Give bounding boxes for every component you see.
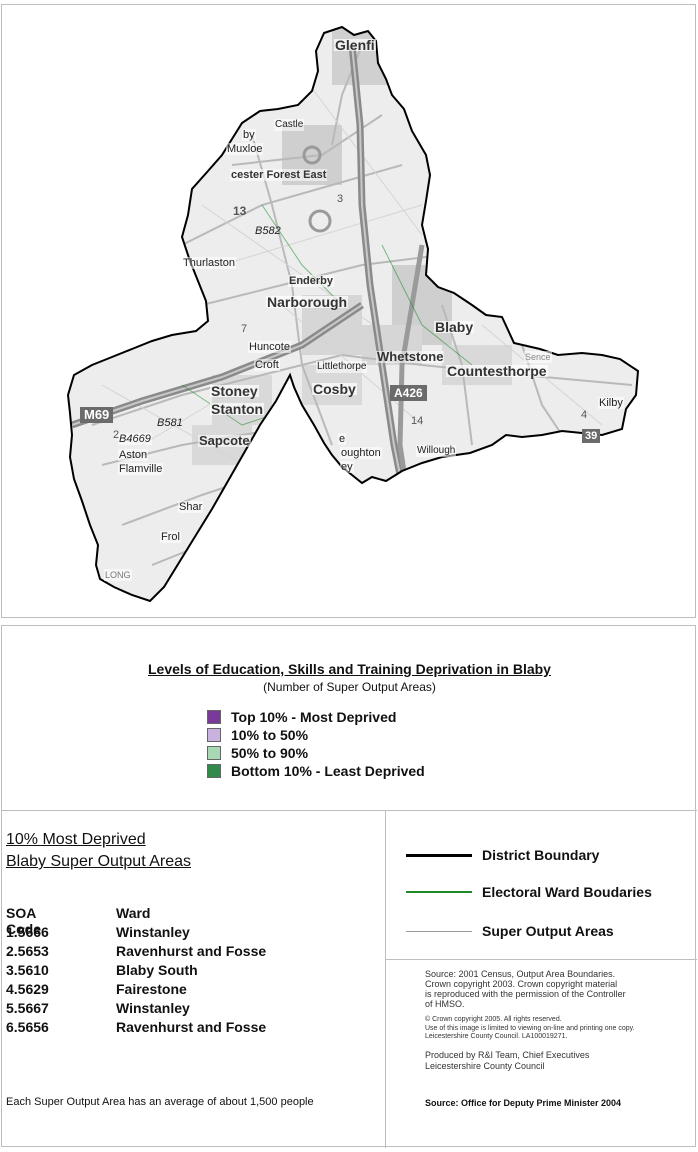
place-stanton: Stanton: [210, 401, 265, 417]
legend-ward-boundary: Electoral Ward Boudaries: [406, 882, 652, 902]
place-aston: Aston: [118, 449, 149, 461]
place-stoney: Stoney: [210, 383, 259, 399]
soa-ward: Ravenhurst and Fosse: [116, 1019, 267, 1035]
swatch-50-90: [207, 745, 221, 760]
legend-key-bottom-10: Bottom 10% - Least Deprived: [207, 762, 425, 779]
road-14-label: 14: [411, 415, 424, 427]
place-huncote: Huncote: [248, 341, 291, 353]
legend-subtitle: (Number of Super Output Areas): [263, 680, 436, 694]
soa-code: 1.5666: [6, 924, 49, 940]
soa-code: 5.5667: [6, 1000, 49, 1016]
place-countesthorpe: Countesthorpe: [446, 363, 548, 379]
legend-district-boundary: District Boundary: [406, 845, 599, 865]
copyright-notice: © Crown copyright 2005. All rights reser…: [425, 1016, 562, 1023]
road-39-label: 39: [582, 429, 601, 443]
place-willoughby: Willough: [416, 445, 457, 457]
soa-boundary-label: Super Output Areas: [482, 923, 614, 939]
district-boundary: [66, 25, 640, 603]
road-7-label: 7: [241, 323, 248, 335]
legend-key-label: 10% to 50%: [231, 726, 309, 743]
road-4-label: 4: [581, 409, 588, 421]
average-note: Each Super Output Area has an average of…: [6, 1096, 314, 1108]
place-blaby: Blaby: [434, 319, 475, 335]
source-divider: [385, 959, 697, 960]
swatch-top-10: [207, 709, 221, 724]
soa-ward: Fairestone: [116, 981, 187, 997]
soa-ward: Winstanley: [116, 1000, 190, 1016]
col-ward: Ward: [116, 905, 151, 921]
column-divider: [385, 810, 386, 1148]
place-cosby: Cosby: [312, 381, 357, 397]
ward-boundary-line: [406, 891, 472, 893]
soa-boundary-line: [406, 930, 472, 932]
road-b581-label: B581: [157, 417, 183, 429]
swatch-bottom-10: [207, 763, 221, 778]
produced-by-council: Leicestershire County Council: [425, 1061, 545, 1071]
place-frolesworth: Frol: [160, 531, 181, 543]
place-narborough: Narborough: [266, 294, 349, 310]
legend-key-label: Top 10% - Most Deprived: [231, 708, 397, 725]
place-croft: Croft: [254, 359, 280, 371]
road-a426-label: A426: [390, 385, 427, 401]
source-main: Source: Office for Deputy Prime Minister…: [425, 1098, 622, 1108]
legend-key-label: Bottom 10% - Least Deprived: [231, 762, 425, 779]
swatch-10-50: [207, 727, 221, 742]
legend-key-50-90: 50% to 90%: [207, 744, 308, 761]
legend-title: Levels of Education, Skills and Training…: [148, 661, 551, 677]
soa-code: 3.5610: [6, 962, 49, 978]
place-kilby: Kilby: [598, 397, 624, 409]
produced-by: Produced by R&I Team, Chief Executives: [425, 1050, 590, 1060]
soa-ward: Ravenhurst and Fosse: [116, 943, 267, 959]
deprived-heading: 10% Most Deprived: [6, 831, 146, 848]
deprived-subheading: Blaby Super Output Areas: [6, 853, 191, 870]
district-map: [66, 25, 640, 603]
legend-key-10-50: 10% to 50%: [207, 726, 308, 743]
source-census: Source: 2001 Census, Output Area Boundar…: [425, 969, 616, 979]
legend-panel: Levels of Education, Skills and Training…: [1, 625, 697, 1148]
place-castle: Castle: [274, 119, 305, 131]
copyright-licence: Leicestershire County Council. LA1000192…: [425, 1033, 568, 1040]
source-crown-copyright: Crown copyright 2003. Crown copyright ma…: [425, 979, 618, 989]
place-leicester-forest-east: cester Forest East: [230, 169, 328, 181]
col-soa-code: SOA Code: [6, 905, 41, 937]
soa-ward: Blaby South: [116, 962, 198, 978]
place-long: LONG: [104, 569, 132, 581]
place-sharnford: Shar: [178, 501, 204, 513]
road-b582-label: B582: [255, 225, 281, 237]
soa-code: 2.5653: [6, 943, 49, 959]
place-littlethorpe: Littlethorpe: [316, 361, 368, 373]
place-whetstone: Whetstone: [376, 349, 445, 364]
road-3-label: 3: [337, 193, 344, 205]
place-ey: ey: [340, 461, 354, 473]
road-13-label: 13: [233, 204, 247, 218]
source-hmso: of HMSO.: [425, 999, 465, 1009]
road-m69-label: M69: [80, 407, 114, 423]
legend-key-label: 50% to 90%: [231, 744, 309, 761]
road-2-label: 2: [113, 429, 120, 441]
place-thurlaston: Thurlaston: [182, 257, 236, 269]
place-broughton: oughton: [340, 447, 382, 459]
ward-boundary-label: Electoral Ward Boudaries: [482, 884, 652, 900]
soa-ward: Winstanley: [116, 924, 190, 940]
copyright-usage: Use of this image is limited to viewing …: [425, 1025, 635, 1032]
place-glenfield: Glenfi: [334, 37, 376, 53]
soa-code: 4.5629: [6, 981, 49, 997]
map-panel: Glenfi Castle by Muxloe cester Forest Ea…: [1, 4, 696, 618]
district-boundary-label: District Boundary: [482, 847, 600, 863]
soa-code: 6.5656: [6, 1019, 49, 1035]
place-sapcote: Sapcote: [198, 433, 251, 448]
place-flamville: Flamville: [118, 463, 164, 475]
district-boundary-line: [406, 853, 472, 857]
place-sence: Sence: [524, 351, 552, 363]
place-by: by: [242, 129, 256, 141]
place-muxloe: Muxloe: [226, 143, 264, 155]
legend-divider: [2, 810, 697, 811]
place-enderby: Enderby: [288, 275, 335, 287]
road-b4669-label: B4669: [118, 433, 152, 445]
source-permission: is reproduced with the permission of the…: [425, 989, 626, 999]
legend-key-top-10: Top 10% - Most Deprived: [207, 708, 396, 725]
place-e: e: [338, 433, 347, 445]
legend-soa-boundary: Super Output Areas: [406, 921, 614, 941]
